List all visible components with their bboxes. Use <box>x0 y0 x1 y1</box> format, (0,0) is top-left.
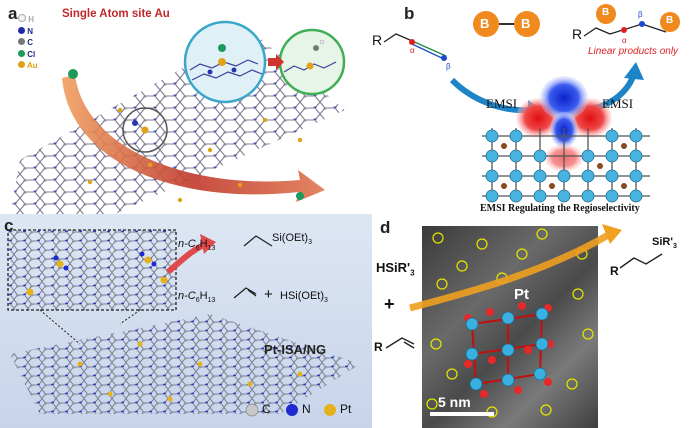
legend-label-c: C <box>262 402 271 416</box>
legend-label-pt: Pt <box>340 402 352 416</box>
emsi-right-label: EMSI <box>602 96 634 111</box>
product-si-label: SiR' <box>652 236 673 248</box>
scale-bar <box>430 412 494 416</box>
boron-right-icon <box>514 11 540 37</box>
silane-formula: HSiR'3 <box>376 260 415 278</box>
tem-image <box>422 226 598 428</box>
linear-note: Linear products only <box>588 46 679 57</box>
legend-label-n: N <box>27 26 34 36</box>
panel-b-figure <box>383 4 680 203</box>
curved-arrow <box>62 75 325 202</box>
boron-right-label: B <box>521 16 531 31</box>
product-sub2: 13 <box>207 245 216 253</box>
reactant-silane: HSi(OEt)3 <box>280 290 328 304</box>
alkene-chain <box>385 337 415 349</box>
silane-sub: 3 <box>410 268 415 278</box>
reaction-arc <box>409 230 612 312</box>
reactant-alkyne <box>383 33 447 61</box>
product-boron-right-label: B <box>666 15 674 26</box>
legend-ball-n <box>286 404 298 416</box>
panel-a-title: Single Atom site Au <box>62 8 170 20</box>
emsi-left-label: EMSI <box>486 96 518 111</box>
reactant-hsi-label: HSi(OEt) <box>280 290 324 302</box>
silane-label: HSiR' <box>376 260 411 275</box>
panel-d-plus: + <box>384 294 395 314</box>
product-chain <box>619 253 663 269</box>
reactant-hsi-sub: 3 <box>324 297 328 305</box>
reactant-sub1: 6 <box>195 297 200 305</box>
product-alpha: α <box>622 36 627 45</box>
boron-left-label: B <box>480 16 490 31</box>
zoom-circle-right <box>278 28 346 96</box>
product-si-sub: 3 <box>672 243 677 251</box>
legend-dot-n <box>18 26 25 34</box>
panel-d: d HSiR'3 + R R SiR'3 Pt 5 nm <box>372 214 700 428</box>
legend-item-n: N <box>18 26 38 38</box>
legend-item-c: C <box>18 37 38 49</box>
legend-dot-c <box>18 38 25 45</box>
reactant-formula: n-C6H13 <box>178 290 215 304</box>
product-formula: n-C6H13 <box>178 238 215 252</box>
product-r-label: R <box>572 26 583 42</box>
product-silane: SiR'3 <box>652 236 677 250</box>
product-chain <box>243 235 273 247</box>
reactant-alpha: α <box>410 46 415 55</box>
boron-left-icon <box>473 11 499 37</box>
orbital-blue-top <box>540 76 588 120</box>
catalyst-sheet <box>10 314 360 414</box>
legend-item-au: Au <box>18 60 38 72</box>
panel-b: b R α β B B R α β B B Linear products on… <box>352 0 700 214</box>
panel-a-legend: H N C Cl Au <box>18 14 38 72</box>
product-si-sub: 3 <box>308 239 312 247</box>
scale-label: 5 nm <box>438 394 471 410</box>
legend-ball-pt <box>324 404 336 416</box>
reactant-prefix: n-C <box>178 290 196 302</box>
pt-label: Pt <box>514 286 529 303</box>
panel-c-figure <box>7 229 360 417</box>
panel-c-label: c <box>4 216 14 235</box>
product-silane: Si(OEt)3 <box>272 232 312 246</box>
reactant-beta: β <box>446 62 451 71</box>
legend-label-h: H <box>28 15 35 24</box>
legend-dot-cl <box>18 49 25 57</box>
reactant-chain <box>233 287 257 299</box>
panel-c: c n-C6H13 Si(OEt)3 n-C6H13 + HSi(OEt)3 P… <box>0 214 372 428</box>
product-beta: β <box>638 10 643 19</box>
legend-item-h: H <box>18 14 38 26</box>
catalyst-label: Pt-ISA/NG <box>264 342 327 357</box>
zoom-circle-small <box>122 107 168 153</box>
reactant-sub2: 13 <box>207 297 216 305</box>
product-si-label: Si(OEt) <box>272 232 309 244</box>
product-h: H <box>199 238 208 250</box>
panel-a: a Single Atom site Au H N C Cl Au <box>0 0 348 214</box>
reactant-plus: + <box>264 286 273 303</box>
panel-d-label: d <box>380 218 391 237</box>
legend-label-cl: Cl <box>27 49 36 59</box>
alkene-r-label: R <box>374 340 383 354</box>
product-sub1: 6 <box>195 245 200 253</box>
red-arrow <box>268 54 284 70</box>
panel-b-caption: EMSI Regulating the Regioselectivity <box>480 203 640 214</box>
boron-product-right-icon <box>660 12 680 32</box>
legend-label-c: C <box>27 38 34 47</box>
panel-b-label: b <box>404 4 415 23</box>
legend-dot-au <box>18 61 25 68</box>
inset-box <box>7 229 177 311</box>
panel-d-figure <box>385 224 663 418</box>
reactant-h: H <box>199 290 208 302</box>
product-r-label: R <box>610 264 619 278</box>
legend-label-n: N <box>302 402 311 416</box>
product-boron-left-label: B <box>602 7 610 18</box>
legend-item-cl: Cl <box>18 49 38 61</box>
panel-a-label: a <box>8 4 18 23</box>
panel-a-figure <box>10 20 346 214</box>
legend-label-au: Au <box>26 61 38 70</box>
reactant-r-label: R <box>372 32 383 48</box>
boron-product-left-icon <box>596 4 616 24</box>
product-prefix: n-C <box>178 238 196 250</box>
legend-ball-c <box>245 403 259 417</box>
legend-dot-h <box>18 14 26 22</box>
